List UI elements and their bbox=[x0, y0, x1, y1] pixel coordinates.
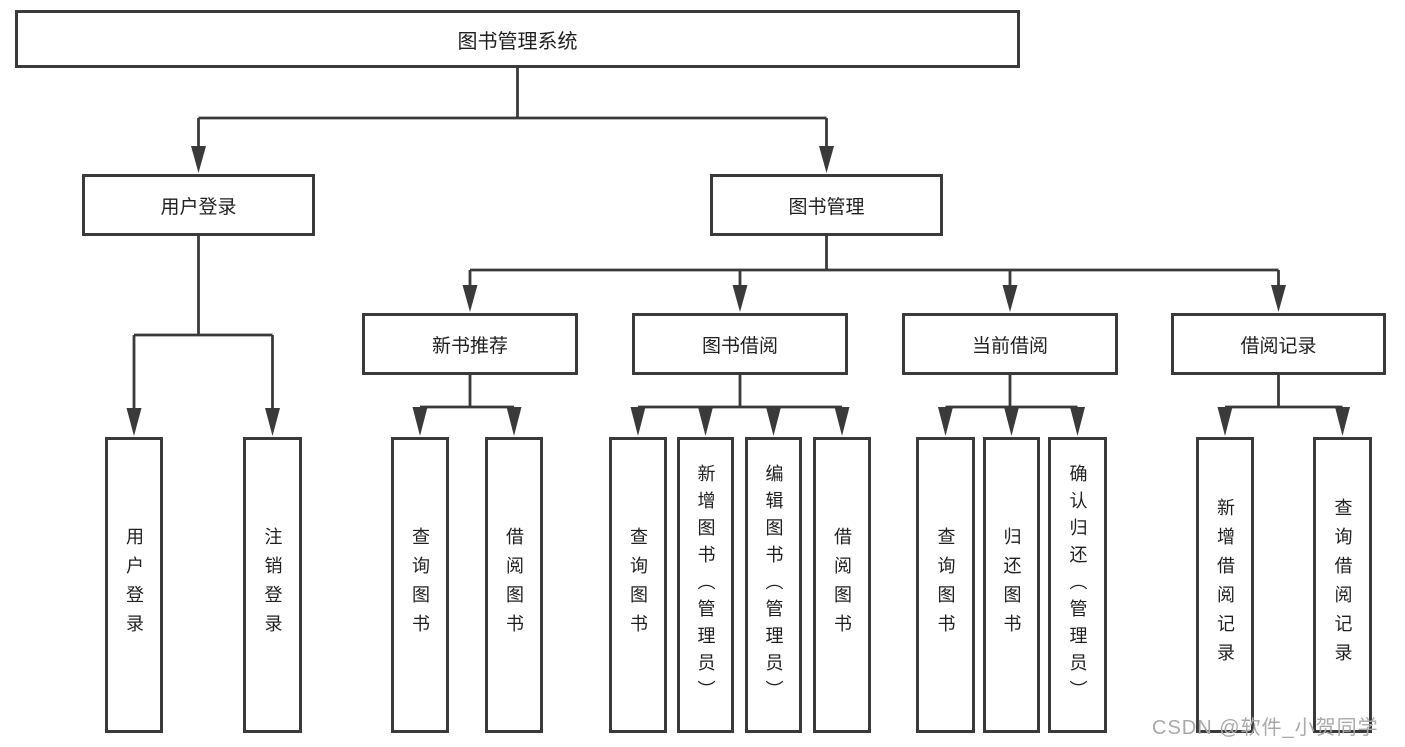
node-leaf-query-book-1: 查询图书 bbox=[391, 437, 449, 733]
node-leaf-confirm-return-admin: 确认归还（管理员） bbox=[1048, 437, 1107, 733]
arrowhead-icon bbox=[126, 408, 142, 436]
arrowhead-icon bbox=[1070, 407, 1085, 436]
arrowhead-icon bbox=[265, 408, 280, 436]
arrowhead-icon bbox=[732, 285, 748, 312]
node-leaf-query-borrow-record: 查询借阅记录 bbox=[1313, 437, 1372, 733]
node-leaf-borrow-book-2: 借阅图书 bbox=[813, 437, 871, 733]
arrowhead-icon bbox=[834, 407, 850, 436]
node-leaf-query-book-3: 查询图书 bbox=[916, 437, 975, 733]
node-leaf-return-book: 归还图书 bbox=[983, 437, 1040, 733]
node-book-management: 图书管理 bbox=[710, 174, 943, 236]
node-leaf-user-login: 用户登录 bbox=[105, 437, 163, 733]
node-leaf-add-borrow-record: 新增借阅记录 bbox=[1196, 437, 1254, 733]
arrowhead-icon bbox=[1271, 285, 1286, 312]
node-leaf-add-book-admin: 新增图书（管理员） bbox=[677, 437, 734, 733]
node-new-book-recommendation: 新书推荐 bbox=[362, 313, 578, 375]
node-leaf-query-book-2: 查询图书 bbox=[609, 437, 667, 733]
arrowhead-icon bbox=[819, 146, 834, 173]
arrowhead-icon bbox=[412, 407, 428, 436]
arrowhead-icon bbox=[1002, 285, 1018, 312]
node-leaf-logout: 注销登录 bbox=[243, 437, 302, 733]
node-leaf-borrow-book-1: 借阅图书 bbox=[485, 437, 543, 733]
arrowhead-icon bbox=[191, 146, 206, 173]
arrowhead-icon bbox=[1004, 407, 1019, 436]
arrowhead-icon bbox=[938, 407, 953, 436]
arrowhead-icon bbox=[766, 407, 781, 436]
node-book-borrowing: 图书借阅 bbox=[632, 313, 848, 375]
node-current-borrowing: 当前借阅 bbox=[902, 313, 1118, 375]
arrowhead-icon bbox=[630, 407, 646, 436]
node-borrowing-records: 借阅记录 bbox=[1171, 313, 1386, 375]
arrowhead-icon bbox=[462, 285, 478, 312]
arrowhead-icon bbox=[698, 407, 713, 436]
arrowhead-icon bbox=[1335, 407, 1350, 436]
node-root: 图书管理系统 bbox=[15, 10, 1020, 68]
node-user-login: 用户登录 bbox=[82, 174, 315, 236]
arrowhead-icon bbox=[506, 407, 522, 436]
node-leaf-edit-book-admin: 编辑图书（管理员） bbox=[745, 437, 802, 733]
watermark: CSDN @软件_小贺同学 bbox=[1152, 717, 1379, 739]
arrowhead-icon bbox=[1217, 407, 1233, 436]
